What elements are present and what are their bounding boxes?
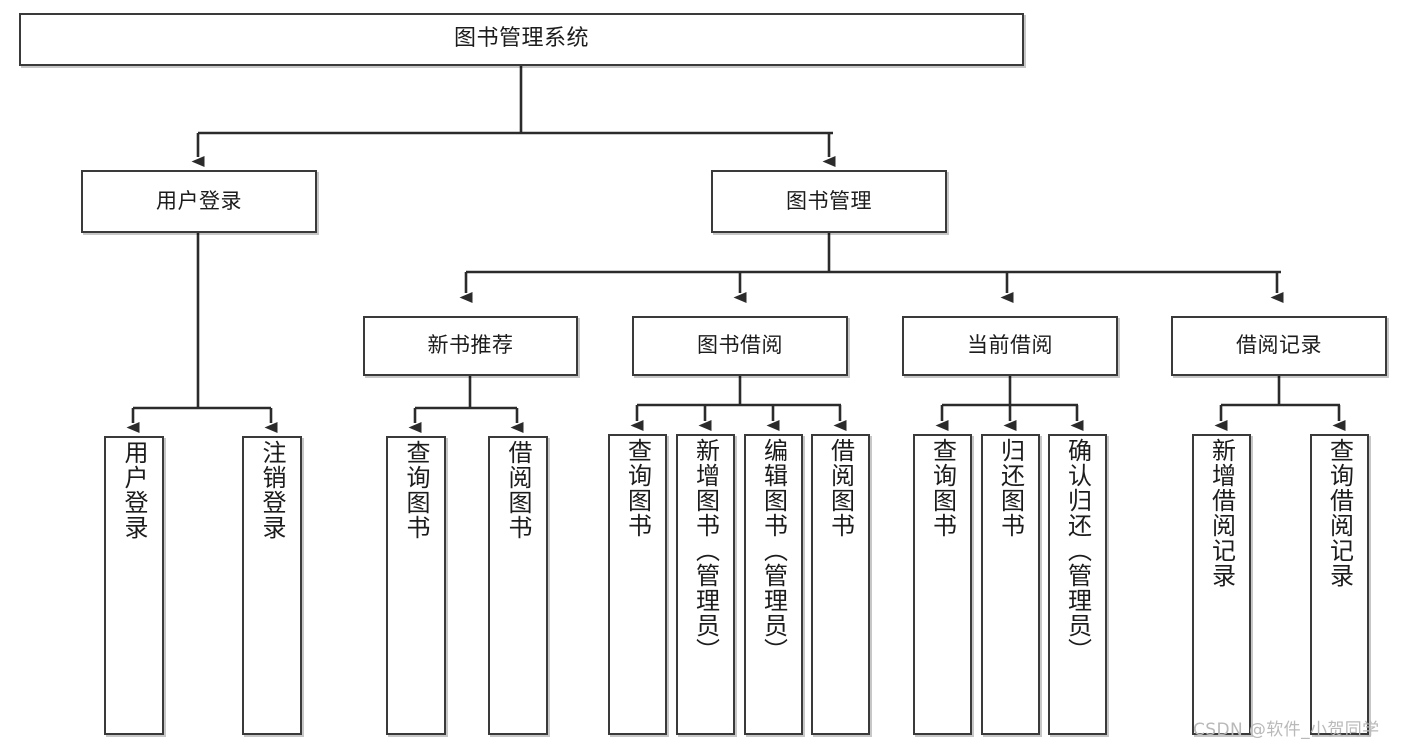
leaf-current-return-book[interactable]: 归还图书 <box>981 434 1040 735</box>
leaf-user-login-login[interactable]: 用户登录 <box>104 436 164 735</box>
node-current-borrow[interactable]: 当前借阅 <box>902 316 1118 376</box>
node-label: 图书借阅 <box>697 333 783 358</box>
node-label: 查询图书 <box>402 440 430 540</box>
node-label: 新增图书（管理员） <box>691 438 720 663</box>
node-label: 查询图书 <box>623 438 652 538</box>
leaf-borrow-edit-book-admin[interactable]: 编辑图书（管理员） <box>744 434 803 735</box>
leaf-borrow-borrow-book[interactable]: 借阅图书 <box>811 434 870 735</box>
leaf-borrow-query-book[interactable]: 查询图书 <box>608 434 667 735</box>
csdn-watermark: CSDN @软件_小贺同学 <box>1193 720 1380 740</box>
node-label: 图书管理 <box>786 188 872 213</box>
node-label: 编辑图书（管理员） <box>759 438 788 663</box>
leaf-user-login-logout[interactable]: 注销登录 <box>242 436 302 735</box>
node-label: 图书管理系统 <box>453 26 589 52</box>
node-book-management[interactable]: 图书管理 <box>711 170 947 233</box>
leaf-borrow-add-book-admin[interactable]: 新增图书（管理员） <box>676 434 735 735</box>
leaf-recommend-borrow-book[interactable]: 借阅图书 <box>488 436 548 735</box>
node-label: 新增借阅记录 <box>1207 438 1236 588</box>
leaf-current-confirm-return-admin[interactable]: 确认归还（管理员） <box>1048 434 1107 735</box>
leaf-recommend-query-book[interactable]: 查询图书 <box>386 436 446 735</box>
node-label: 借阅图书 <box>826 438 855 538</box>
node-borrow-record[interactable]: 借阅记录 <box>1171 316 1387 376</box>
leaf-current-query-book[interactable]: 查询图书 <box>913 434 972 735</box>
node-label: 用户登录 <box>156 188 242 213</box>
node-label: 归还图书 <box>996 438 1025 538</box>
node-user-login[interactable]: 用户登录 <box>81 170 317 233</box>
node-book-borrow[interactable]: 图书借阅 <box>632 316 848 376</box>
node-label: 用户登录 <box>120 440 148 540</box>
node-label: 查询图书 <box>928 438 957 538</box>
node-label: 注销登录 <box>258 440 286 540</box>
node-new-book-recommend[interactable]: 新书推荐 <box>363 316 578 376</box>
node-root-system[interactable]: 图书管理系统 <box>19 13 1024 66</box>
leaf-record-add-record[interactable]: 新增借阅记录 <box>1192 434 1251 735</box>
node-label: 查询借阅记录 <box>1325 438 1354 588</box>
node-label: 当前借阅 <box>967 333 1053 358</box>
leaf-record-query-record[interactable]: 查询借阅记录 <box>1310 434 1369 735</box>
node-label: 借阅记录 <box>1236 333 1322 358</box>
node-label: 借阅图书 <box>504 440 532 540</box>
node-label: 新书推荐 <box>427 333 514 358</box>
node-label: 确认归还（管理员） <box>1063 438 1092 663</box>
